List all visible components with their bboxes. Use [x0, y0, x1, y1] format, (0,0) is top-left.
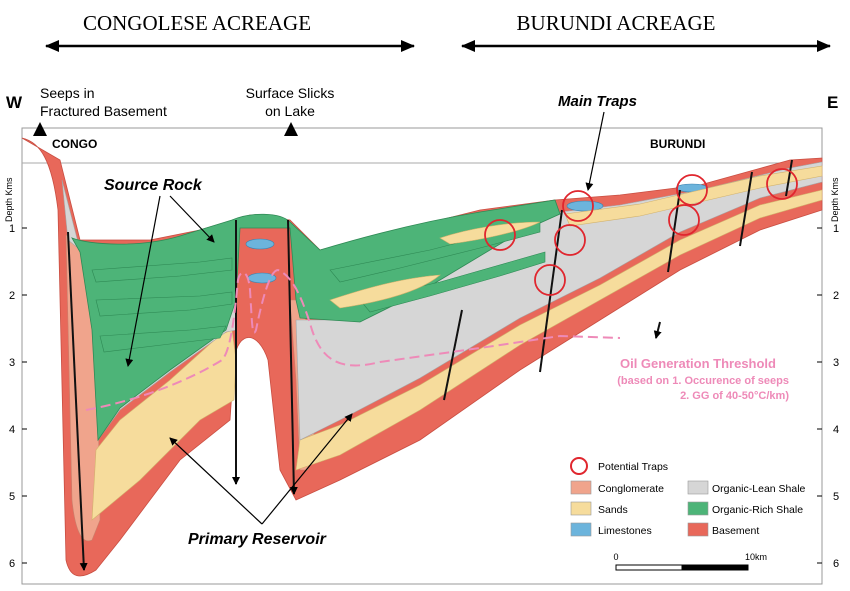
rich-shale-body — [71, 199, 561, 442]
depth-tick-label: 2 — [9, 290, 15, 302]
legend-swatch — [687, 480, 709, 495]
legend-label: Organic-Rich Shale — [712, 504, 803, 516]
source-rock-pointer — [169, 195, 215, 243]
depth-tick-label: 6 — [9, 558, 15, 570]
trap-circle — [668, 204, 700, 236]
slicks-triangle-icon — [284, 122, 298, 136]
rich-shale-finger — [91, 257, 233, 283]
oil-threshold-note-1: (based on 1. Occurence of seeps — [617, 375, 789, 387]
legend-label: Conglomerate — [598, 483, 664, 495]
sands-right — [295, 189, 823, 471]
sand-lens — [329, 274, 441, 309]
depth-tick-label: 5 — [833, 491, 839, 503]
east-label: E — [827, 93, 838, 112]
scale-start-label: 0 — [613, 552, 618, 562]
legend-trap-icon — [570, 457, 588, 475]
depth-tick-label: 3 — [9, 357, 15, 369]
oil-threshold-note-2: 2. GG of 40-50°C/km) — [680, 390, 789, 402]
trap-circle — [676, 174, 708, 206]
depth-tick-label: 5 — [9, 491, 15, 503]
primary-reservoir-pointer — [261, 413, 353, 525]
geology-layers — [21, 137, 823, 577]
fault-lines — [67, 159, 793, 571]
depth-tick-label: 6 — [833, 558, 839, 570]
legend-label: Limestones — [598, 525, 652, 537]
section-frame — [21, 127, 823, 585]
fault-line — [67, 231, 88, 571]
depth-tick-label: 2 — [833, 290, 839, 302]
depth-axis-label: Depth Kms — [830, 177, 840, 222]
congo-label: CONGO — [52, 137, 97, 151]
scale-bar-segment — [681, 564, 749, 571]
depth-tick-label: 3 — [833, 357, 839, 369]
scale-bar-segment — [615, 564, 683, 571]
legend-label: Organic-Lean Shale — [712, 483, 806, 495]
depth-tick-label: 4 — [833, 424, 839, 436]
main-traps-label: Main Traps — [558, 93, 637, 110]
legend-swatch — [687, 522, 709, 537]
fault-line — [785, 159, 793, 197]
seeps-label-2: Fractured Basement — [40, 103, 167, 119]
legend-swatch — [570, 501, 592, 516]
sand-lens — [439, 221, 541, 245]
burundi-label: BURUNDI — [650, 137, 705, 151]
west-label: W — [6, 93, 23, 112]
fault-line — [653, 321, 662, 339]
rich-shale-finger — [95, 291, 233, 317]
scale-end-label: 10km — [745, 552, 767, 562]
rich-shale-finger — [359, 251, 546, 313]
depth-axis-label: Depth Kms — [4, 177, 14, 222]
seeps-triangle-icon — [33, 122, 47, 136]
trap-circle — [562, 190, 594, 222]
limestone-lens — [245, 238, 275, 250]
trap-circle — [766, 168, 798, 200]
scale-bar: 0 10km — [613, 552, 767, 571]
trap-circle — [484, 219, 516, 251]
depth-tick-label: 4 — [9, 424, 15, 436]
primary-reservoir-label: Primary Reservoir — [188, 531, 327, 548]
legend-swatch — [570, 522, 592, 537]
congolese-acreage-label: CONGOLESE ACREAGE — [83, 11, 311, 35]
fault-line — [287, 219, 298, 495]
primary-reservoir-pointer — [169, 437, 263, 525]
legend-swatch — [570, 480, 592, 495]
fault-line — [739, 171, 753, 247]
legend-label: Basement — [712, 525, 759, 537]
source-rock-label: Source Rock — [104, 177, 203, 194]
fault-line — [443, 309, 463, 401]
legend-label: Potential Traps — [598, 461, 668, 473]
oil-threshold-line — [85, 268, 621, 411]
main-traps-pointer — [585, 111, 605, 191]
depth-tick-label: 1 — [9, 223, 15, 235]
trap-circle — [534, 264, 566, 296]
fault-line — [539, 209, 563, 373]
depth-axis-right: Depth Kms 1 2 3 4 5 6 — [817, 177, 840, 570]
source-rock-pointer — [125, 195, 161, 367]
trap-circle — [554, 224, 586, 256]
seeps-label-1: Seeps in — [40, 85, 94, 101]
legend-label: Sands — [598, 504, 628, 516]
potential-traps — [484, 168, 798, 296]
limestone-lens — [566, 200, 604, 212]
slicks-label-2: on Lake — [265, 103, 315, 119]
depth-axis-left: Depth Kms 1 2 3 4 5 6 — [4, 177, 27, 570]
burundi-acreage-label: BURUNDI ACREAGE — [517, 11, 716, 35]
depth-tick-label: 1 — [833, 223, 839, 235]
legend-swatch — [687, 501, 709, 516]
slicks-label-1: Surface Slicks — [246, 85, 335, 101]
oil-threshold-title: Oil Generation Threshold — [620, 356, 776, 371]
